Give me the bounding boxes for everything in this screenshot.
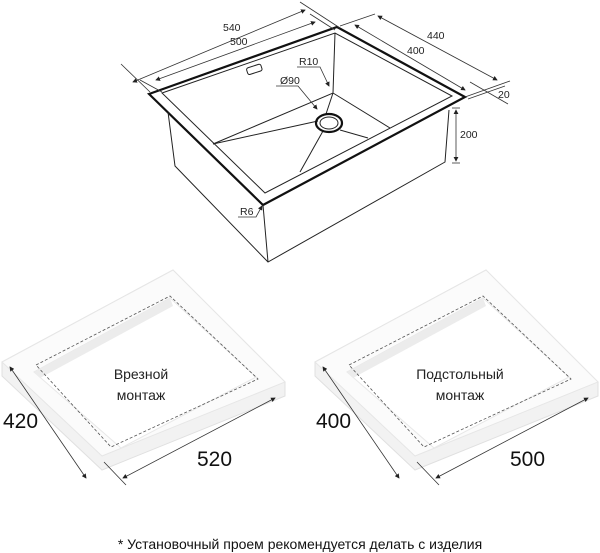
- mounting-label-2: Подстольный: [416, 366, 504, 382]
- dim-inner-length: 500: [230, 36, 248, 48]
- mounting-cutout-inset: Врезной монтаж 420 520: [1, 269, 286, 486]
- mounting-width-2: 400: [316, 410, 351, 433]
- dim-radius-inner: R10: [299, 56, 318, 68]
- overflow-icon: [246, 63, 263, 75]
- mounting-label-1: Врезной: [114, 366, 168, 382]
- mounting-label-2b: монтаж: [436, 387, 485, 403]
- dim-inner-width: 400: [407, 45, 425, 57]
- drain-icon: [314, 112, 344, 134]
- mounting-undermount: Подстольный монтаж 400 500: [314, 269, 599, 486]
- dim-rim: 20: [498, 89, 510, 101]
- sink-drawing: 540 500 440 400 20 200 R10 Ø90 R6: [120, 1, 511, 263]
- dim-outer-length: 540: [223, 22, 241, 34]
- mounting-length-2: 500: [510, 448, 545, 471]
- mounting-length-1: 520: [197, 448, 232, 471]
- sink-bowl-outline: [167, 109, 450, 263]
- dim-outer-width: 440: [427, 30, 445, 42]
- dim-radius-outer: R6: [240, 206, 254, 218]
- mounting-width-1: 420: [3, 410, 38, 433]
- dim-drain: Ø90: [280, 75, 300, 87]
- footnote: * Установочный проем рекомендуется делат…: [118, 536, 482, 552]
- dim-depth: 200: [460, 129, 478, 141]
- mounting-label-1b: монтаж: [117, 387, 166, 403]
